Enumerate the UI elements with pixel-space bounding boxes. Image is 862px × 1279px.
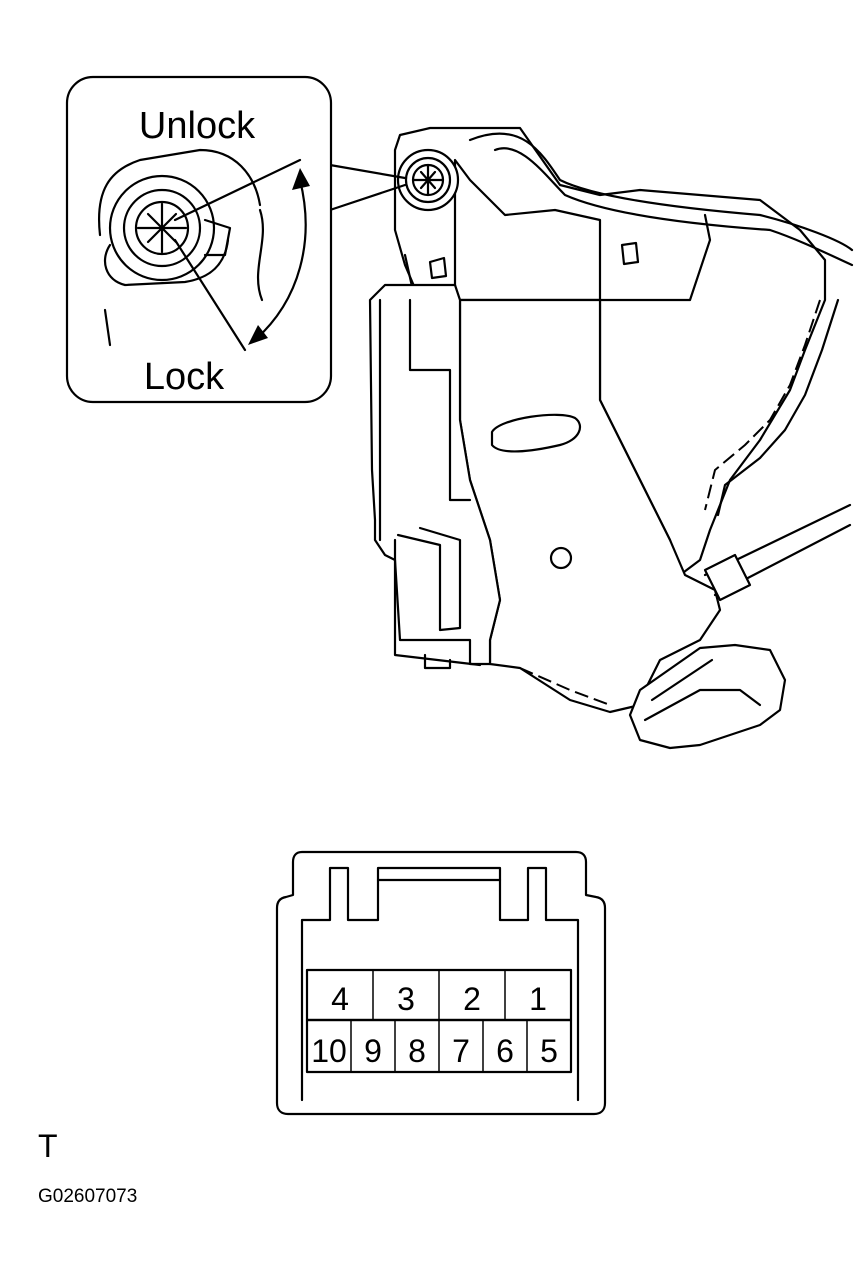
unlock-arrowhead — [292, 168, 310, 190]
terminal-pin-9: 9 — [364, 1033, 382, 1069]
callout-knob-cross — [136, 202, 188, 254]
unlock-label: Unlock — [139, 105, 256, 147]
terminal-pin-1: 1 — [529, 981, 547, 1017]
lever-tab — [396, 526, 462, 632]
lever-foot — [423, 653, 452, 670]
figure-code: G02607073 — [38, 1186, 138, 1207]
terminal-pin-6: 6 — [496, 1033, 514, 1069]
cable-inner — [493, 147, 854, 267]
cable-outer — [468, 132, 854, 252]
terminal-pin-5: 5 — [540, 1033, 558, 1069]
terminal-pin-4: 4 — [331, 981, 349, 1017]
callout-leader-bottom — [328, 183, 407, 212]
terminal-pin-8: 8 — [408, 1033, 426, 1069]
rod-clip — [703, 553, 752, 602]
callout-curve — [257, 208, 264, 302]
callout-housing-arc — [98, 148, 262, 237]
lock-slot — [490, 413, 582, 453]
terminal-pin-7: 7 — [452, 1033, 470, 1069]
cable-dashed-edge — [716, 298, 840, 517]
callout-knob-inner — [134, 200, 190, 256]
plug-detail-1 — [650, 658, 714, 702]
lock-arrowhead — [248, 325, 268, 345]
unlock-position-line — [173, 158, 302, 222]
bottom-row-dividers — [350, 1020, 528, 1072]
lock-connector-plug — [628, 643, 787, 750]
callout-knob-tab — [203, 218, 232, 257]
lock-label: Lock — [144, 356, 225, 398]
lock-position-line — [173, 238, 247, 352]
housing-dashed-bottom — [519, 667, 611, 706]
lever-inner-line — [408, 298, 472, 502]
connector-housing — [275, 850, 607, 1116]
bracket-hole-right — [620, 241, 640, 266]
terminal-pin-10: 10 — [311, 1033, 347, 1069]
callout-leader-top — [328, 163, 407, 180]
top-row-dividers — [372, 970, 506, 1020]
view-letter: T — [38, 1128, 58, 1164]
terminal-pin-2: 2 — [463, 981, 481, 1017]
cable-dashed-run — [704, 299, 821, 511]
connector-inner-outline — [300, 866, 580, 1102]
door-lock-assembly — [328, 126, 854, 750]
bracket-hole-left — [428, 256, 448, 280]
terminal-pin-3: 3 — [397, 981, 415, 1017]
lock-round-hole — [549, 546, 573, 570]
callout-box: Unlock Lock — [65, 75, 333, 404]
lock-knob — [396, 148, 460, 212]
lock-lever-column — [368, 283, 502, 666]
callout-stub-left — [103, 308, 112, 347]
rotation-arc — [253, 178, 307, 342]
lever-base-line — [393, 538, 482, 667]
plug-detail-2 — [643, 688, 762, 722]
callout-housing-lower — [103, 238, 230, 287]
callout-knob-mid — [122, 188, 202, 268]
top-row-labels: 4 3 2 1 — [331, 981, 547, 1017]
